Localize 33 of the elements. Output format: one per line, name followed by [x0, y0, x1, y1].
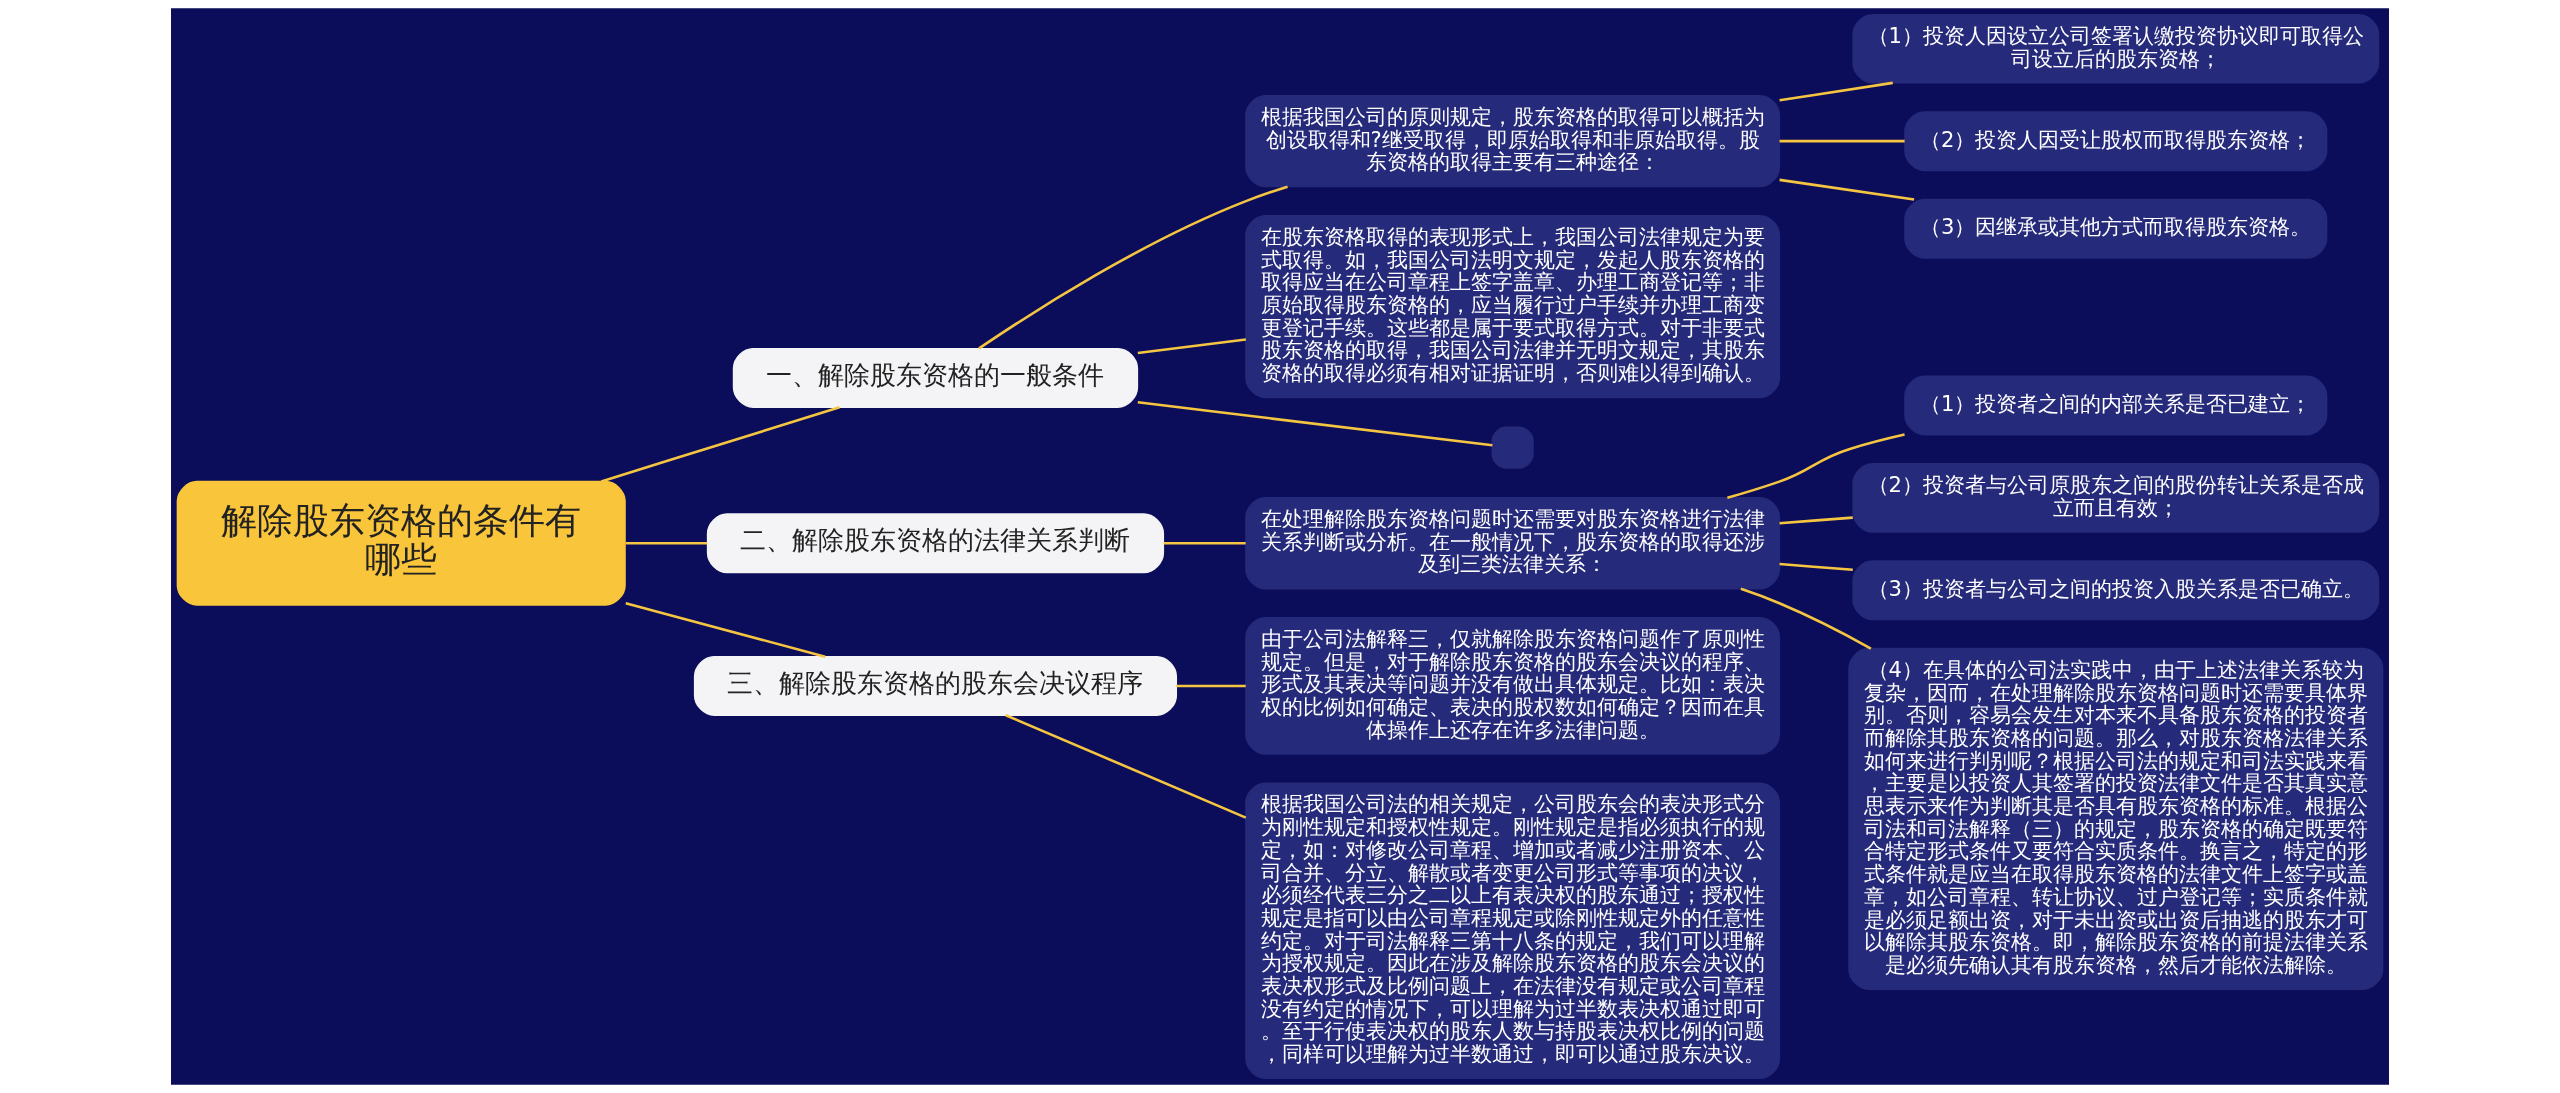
node-box: （2）投资者与公司原股东之间的股份转让关系是否成立而且有效；: [1852, 463, 2380, 533]
node-box: （3）投资者与公司之间的投资入股关系是否已确立。: [1852, 560, 2380, 621]
node-box: （2）投资人因受让股权而取得股东资格；: [1904, 111, 2328, 172]
node-box: 解除股东资格的条件有哪些: [176, 480, 626, 606]
node-box: 在处理解除股东资格问题时还需要对股东资格进行法律关系判断或分析。在一般情况下，股东资格的取得还涉及到三类法律关系：: [1245, 497, 1781, 590]
node-box: 三、解除股东资格的股东会决议程序: [693, 655, 1178, 716]
connector: [978, 185, 1288, 350]
node-box: 根据我国公司法的相关规定，公司股东会的表决形式分为刚性规定和授权性规定。刚性规定是指必须执行的规定，如：对修改公司章程、增加或者减少注册资本、公司合并、分立、解散或者变更公司形式等事项的决议，必须经代表三分之二以上有表决权的股东通过；授权性规定是指可以由公司章程规定或除刚性规定外的任意性约定。对于司法解释三第十八条的规定，我们可以理解为授权规定。因此在涉及解除股东资格的股东会决议的表决权形式及比例问题上，在法律没有规定或公司章程没有约定的情况下，可以理解为过半数表决权通过即可。至于行使表决权的股东人数与持股表决权比例的问题，同样可以理解为过半数通过，即可以通过股东决议。: [1245, 782, 1781, 1080]
connector: [1779, 516, 1853, 525]
connector: [600, 406, 840, 483]
node-box: 由于公司法解释三，仅就解除股东资格问题作了原则性规定。但是，对于解除股东资格的股东会决议的程序、形式及其表决等问题并没有做出具体规定。比如：表决权的比例如何确定、表决的股权数如何确定？因而在具体操作上还存在许多法律问题。: [1245, 617, 1781, 755]
node-box: 根据我国公司的原则规定，股东资格的取得可以概括为创设取得和?继受取得，即原始取得和非原始取得。股东资格的取得主要有三种途径：: [1245, 94, 1781, 188]
node-box: （1）投资人因设立公司签署认缴投资协议即可取得公司设立后的股东资格；: [1852, 13, 2380, 84]
node-box: （1）投资者之间的内部关系是否已建立；: [1904, 375, 2328, 436]
connector: [1779, 178, 1915, 201]
node-box: 二、解除股东资格的法律关系判断: [706, 513, 1165, 574]
connector: [1137, 401, 1493, 447]
connector: [1740, 587, 1872, 650]
connector: [1176, 684, 1246, 688]
connector: [1779, 562, 1853, 572]
node-box: [1491, 426, 1534, 469]
connector: [1779, 139, 1905, 143]
connector: [1779, 81, 1893, 102]
connector: [1727, 433, 1905, 500]
connector: [1163, 541, 1246, 545]
node-box: 在股东资格取得的表现形式上，我国公司法律规定为要式取得。如，我国公司法明文规定，发起人股东资格的取得应当在公司章程上签字盖章、办理工商登记等；非原始取得股东资格的，应当履行过户手续并办理工商变更登记手续。这些都是属于要式取得方式。对于非要式股东资格的取得，我国公司法律并无明文规定，其股东资格的取得必须有相对证据证明，否则难以得到确认。: [1245, 214, 1781, 399]
connector: [625, 541, 708, 545]
connector: [1137, 338, 1246, 355]
connector: [625, 601, 826, 658]
connector: [1005, 714, 1247, 819]
node-box: （3）因继承或其他方式而取得股东资格。: [1904, 198, 2328, 259]
node-box: 一、解除股东资格的一般条件: [732, 347, 1139, 408]
node-box: （4）在具体的公司法实践中，由于上述法律关系较为复杂，因而，在处理解除股东资格问题时还需要具体界别。否则，容易会发生对本来不具备股东资格的投资者而解除其股东资格的问题。那么，对股东资格法律关系如何来进行判别呢？根据公司法的规定和司法实践来看，主要是以投资人其签署的投资法律文件是否其真实意思表示来作为判断其是否具有股东资格的标准。根据公司法和司法解释（三）的规定，股东资格的确定既要符合特定形式条件又要符合实质条件。换言之，特定的形式条件就是应当在取得股东资格的法律文件上签字或盖章，如公司章程、转让协议、过户登记等；实质条件就是必须足额出资，对于未出资或出资后抽逃的股东才可以解除其股东资格。即，解除股东资格的前提法律关系是必须先确认其有股东资格，然后才能依法解除。: [1848, 647, 2384, 990]
